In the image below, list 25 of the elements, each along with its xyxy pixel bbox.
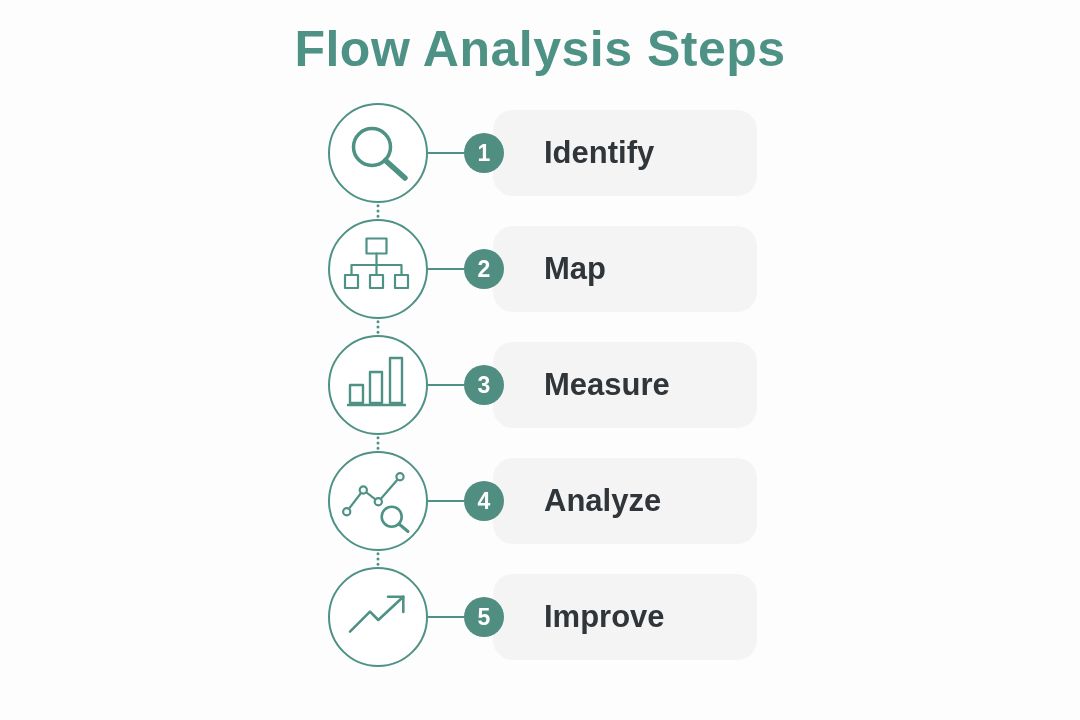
dotted-connector [376, 201, 380, 221]
connector-line [426, 615, 466, 619]
connector-line [426, 151, 466, 155]
diagram-title: Flow Analysis Steps [294, 20, 786, 78]
number-badge: 1 [464, 133, 504, 173]
number-badge: 5 [464, 597, 504, 637]
step-card [493, 574, 757, 660]
connector-line [426, 499, 466, 503]
step-title: Map [544, 251, 606, 287]
step-title: Analyze [544, 483, 662, 519]
number-badge: 2 [464, 249, 504, 289]
dotted-connector [376, 433, 380, 453]
step-card [493, 342, 757, 428]
step-title: Improve [544, 599, 665, 635]
number-badge: 3 [464, 365, 504, 405]
step-card [493, 226, 757, 312]
step-card [493, 110, 757, 196]
connector-line [426, 383, 466, 387]
number-badge: 4 [464, 481, 504, 521]
step-card [493, 458, 757, 544]
connector-line [426, 267, 466, 271]
step-title: Measure [544, 367, 670, 403]
step-title: Identify [544, 135, 655, 171]
dotted-connector [376, 317, 380, 337]
dotted-connector [376, 549, 380, 569]
